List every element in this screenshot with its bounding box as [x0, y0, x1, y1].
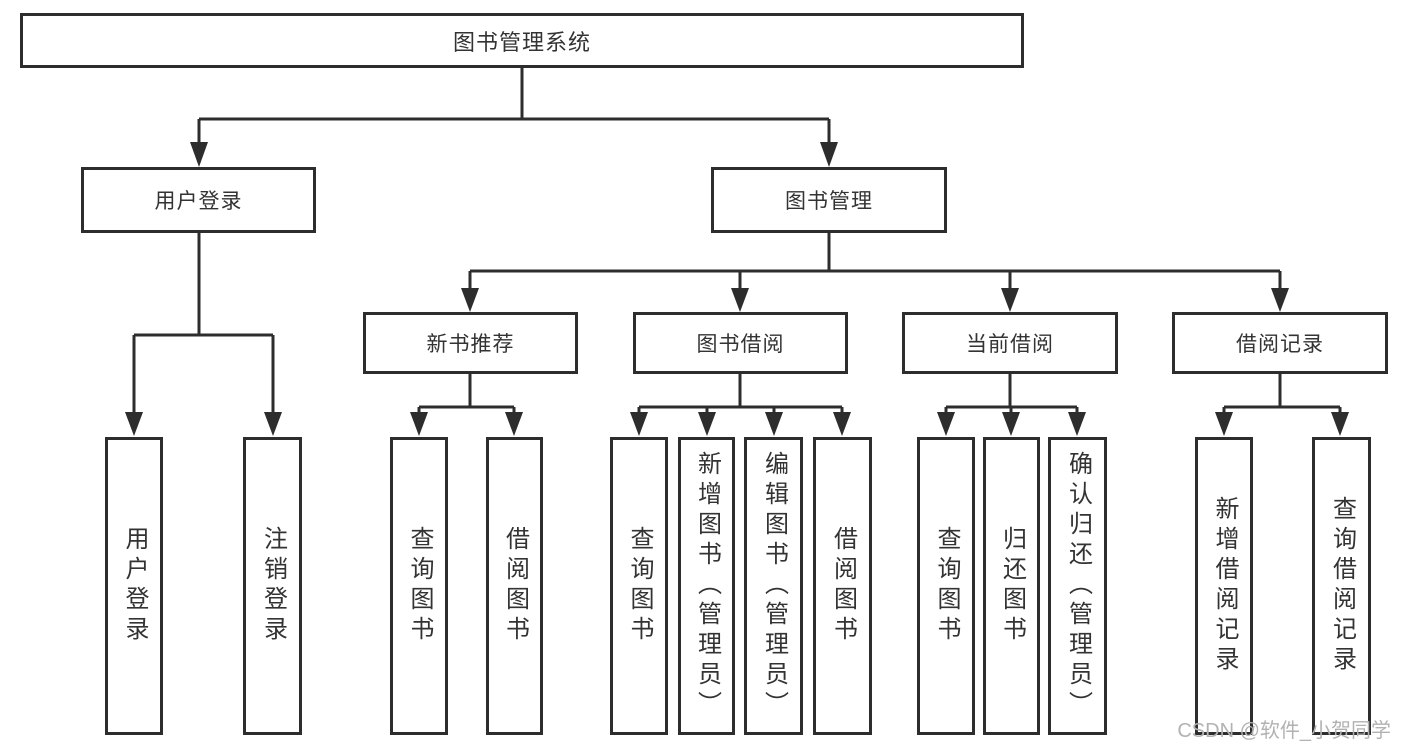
leaf-add-borrow-record: 新增借阅记录: [1195, 437, 1253, 735]
leaf-query-books-borrow: 查询图书: [610, 437, 668, 735]
node-current-borrow: 当前借阅: [902, 312, 1118, 374]
node-borrow-record: 借阅记录: [1172, 312, 1388, 374]
leaf-label: 编辑图书（管理员）: [760, 451, 788, 721]
leaf-label: 注销登录: [259, 526, 287, 646]
node-book-management-label: 图书管理: [785, 190, 873, 213]
connector-current-borrow-to-leaves: [937, 374, 1086, 436]
leaf-label: 用户登录: [121, 526, 148, 646]
node-borrow-record-label: 借阅记录: [1236, 333, 1324, 356]
leaf-user-login: 用户登录: [105, 437, 163, 735]
connector-root-to-level2: [190, 67, 838, 167]
leaf-label: 确认归还（管理员）: [1064, 451, 1092, 721]
csdn-watermark: CSDN @软件_小贺同学: [1177, 720, 1391, 742]
leaf-logout: 注销登录: [243, 437, 302, 735]
leaf-label: 查询图书: [933, 526, 960, 646]
leaf-confirm-return-admin: 确认归还（管理员）: [1048, 437, 1107, 735]
leaf-query-books-current: 查询图书: [917, 437, 975, 735]
root-node-label: 图书管理系统: [452, 29, 591, 55]
leaf-borrow-books-recommend: 借阅图书: [486, 437, 543, 735]
connector-new-book-recommend-to-leaves: [410, 374, 523, 436]
root-node-library-system: 图书管理系统: [20, 13, 1024, 68]
leaf-label: 借阅图书: [501, 526, 529, 646]
leaf-label: 查询借阅记录: [1328, 496, 1356, 676]
node-book-management: 图书管理: [711, 167, 947, 233]
node-new-book-recommend-label: 新书推荐: [426, 333, 515, 356]
leaf-label: 查询图书: [406, 526, 433, 646]
leaf-return-books: 归还图书: [983, 437, 1040, 735]
leaf-query-books-recommend: 查询图书: [390, 437, 448, 735]
leaf-label: 归还图书: [998, 526, 1026, 646]
leaf-borrow-books-borrow: 借阅图书: [813, 437, 872, 735]
leaf-add-books-admin: 新增图书（管理员）: [678, 437, 735, 735]
leaf-label: 新增图书（管理员）: [693, 451, 721, 721]
node-book-borrow: 图书借阅: [633, 312, 848, 374]
node-new-book-recommend: 新书推荐: [363, 312, 578, 374]
node-user-login: 用户登录: [81, 167, 316, 233]
node-user-login-label: 用户登录: [154, 190, 243, 213]
connector-book-management-to-level3: [461, 233, 1289, 312]
node-book-borrow-label: 图书借阅: [696, 333, 785, 356]
leaf-label: 查询图书: [626, 526, 653, 646]
node-current-borrow-label: 当前借阅: [966, 333, 1054, 356]
connector-book-borrow-to-leaves: [630, 374, 851, 436]
leaf-query-borrow-record: 查询借阅记录: [1312, 437, 1371, 735]
connector-borrow-record-to-leaves: [1215, 374, 1349, 436]
leaf-edit-books-admin: 编辑图书（管理员）: [744, 437, 803, 735]
leaf-label: 新增借阅记录: [1211, 496, 1238, 676]
connector-user-login-to-leaves: [125, 233, 282, 436]
leaf-label: 借阅图书: [829, 526, 857, 646]
